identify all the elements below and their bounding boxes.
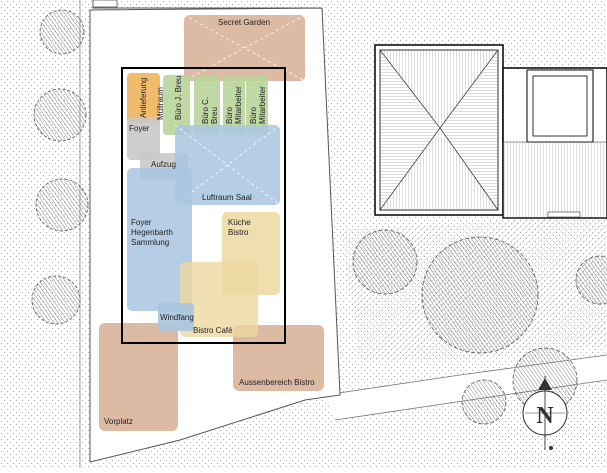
label-foyer-hegenbarth: Foyer Hegenbarth Sammlung — [131, 218, 173, 247]
label-buero-mitarbeiter-1: Büro Mitarbeiter — [225, 86, 243, 124]
zone-offices — [163, 75, 268, 135]
zone-bistro-cafe — [180, 262, 258, 337]
label-secret-garden: Secret Garden — [218, 18, 270, 27]
tree-left-2 — [33, 88, 87, 142]
label-buero-c-breu: Büro C. Breu — [201, 97, 219, 124]
svg-text:Bistro: Bistro — [228, 228, 249, 237]
zone-windfang — [158, 303, 194, 331]
zone-vorplatz — [99, 323, 178, 431]
label-kueche-bistro: Küche Bistro — [228, 218, 251, 237]
north-arrow-icon: N — [522, 376, 568, 450]
tree-left-1 — [39, 9, 85, 55]
label-anlieferung: Anlieferung — [139, 78, 148, 118]
label-windfang: Windfang — [160, 313, 194, 322]
neighbour-building — [374, 44, 607, 219]
svg-text:Sammlung: Sammlung — [131, 238, 169, 247]
zone-anlieferung — [127, 73, 160, 123]
svg-text:Breu: Breu — [210, 107, 219, 124]
building-outline — [121, 67, 286, 344]
label-aussenbereich-bistro: Aussenbereich Bistro — [239, 378, 315, 387]
zone-foyer-small — [127, 117, 160, 160]
svg-text:Büro C.: Büro C. — [201, 97, 210, 124]
zone-foyer-hegenbarth — [127, 168, 192, 311]
zone-aussenbereich-bistro — [233, 325, 324, 391]
label-vorplatz: Vorplatz — [104, 417, 133, 426]
tree-left-3 — [35, 178, 89, 232]
svg-text:Büro: Büro — [225, 107, 234, 124]
label-buero-j-breu: Büro J. Breu — [174, 76, 183, 120]
label-muellraum: Müllraum — [156, 87, 165, 120]
label-buero-mitarbeiter-2: Büro Mitarbeiter — [249, 86, 267, 124]
svg-text:Hegenbarth: Hegenbarth — [131, 228, 173, 237]
zone-luftraum-saal — [174, 124, 281, 206]
svg-text:Mitarbeiter: Mitarbeiter — [234, 86, 243, 124]
label-foyer: Foyer — [129, 124, 150, 133]
label-luftraum-saal: Luftraum Saal — [202, 193, 252, 202]
svg-text:Mitarbeiter: Mitarbeiter — [258, 86, 267, 124]
label-bistro-cafe: Bistro Café — [193, 326, 233, 335]
north-letter: N — [536, 403, 554, 429]
svg-text:Büro: Büro — [249, 107, 258, 124]
svg-text:Küche: Küche — [228, 218, 251, 227]
svg-text:Foyer: Foyer — [131, 218, 152, 227]
tree-left-4 — [31, 275, 81, 325]
label-aufzug: Aufzug — [151, 160, 176, 169]
